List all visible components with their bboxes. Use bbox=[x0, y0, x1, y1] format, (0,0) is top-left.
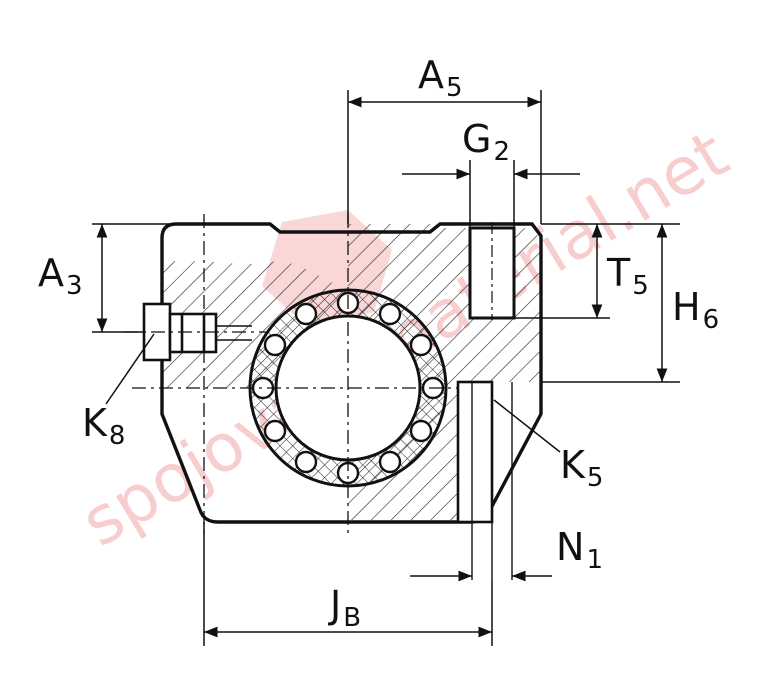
dimension-labels: A5 G2 A3 T5 H6 K8 K5 N1 JB bbox=[38, 53, 719, 633]
center-lines bbox=[124, 214, 458, 534]
dimension-lines bbox=[92, 90, 680, 646]
set-screw bbox=[142, 302, 252, 362]
label-k8: K8 bbox=[82, 401, 125, 451]
label-h6: H6 bbox=[672, 285, 719, 335]
label-t5: T5 bbox=[606, 251, 649, 301]
label-n1: N1 bbox=[556, 525, 603, 575]
slot-section bbox=[456, 380, 494, 524]
label-a5: A5 bbox=[418, 53, 463, 103]
housing-outline bbox=[160, 222, 543, 524]
label-k5: K5 bbox=[560, 443, 603, 493]
k8-leader bbox=[105, 333, 155, 405]
label-a3: A3 bbox=[38, 251, 83, 301]
k5-leader bbox=[493, 399, 561, 453]
label-jb: JB bbox=[328, 583, 361, 633]
label-g2: G2 bbox=[462, 117, 510, 167]
